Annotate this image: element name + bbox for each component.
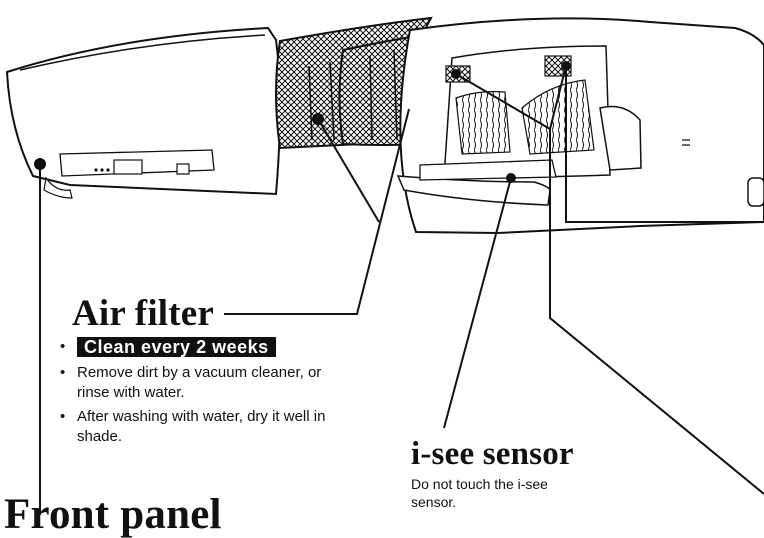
air-filter-bullet-1: Remove dirt by a vacuum cleaner, or rins… [56,363,356,403]
air-filter-instructions: Clean every 2 weeks Remove dirt by a vac… [56,337,356,451]
isee-sensor-title: i-see sensor [411,436,574,472]
diagram-stage: Air filter Clean every 2 weeks Remove di… [0,0,764,515]
air-filter-badge-item: Clean every 2 weeks [56,337,356,359]
isee-sensor-leader-line [443,177,512,429]
isee-sensor-note: Do not touch the i-see sensor. [411,476,548,510]
air-filter-leader-line-secondary [317,118,380,223]
indoor-unit-illustration [396,17,764,235]
air-conditioner-illustration [5,16,764,515]
air-filter-bullet-2: After washing with water, dry it well in… [56,407,356,447]
leader-lines [39,65,764,515]
offscreen-leader-line [549,129,764,495]
air-filter-leader-line [224,108,410,315]
side-leader-line [565,66,764,223]
clean-frequency-badge: Clean every 2 weeks [77,337,276,357]
front-panel-title: Front panel [4,491,222,538]
air-filter-title: Air filter [72,293,215,334]
front-panel-illustration [5,26,281,199]
